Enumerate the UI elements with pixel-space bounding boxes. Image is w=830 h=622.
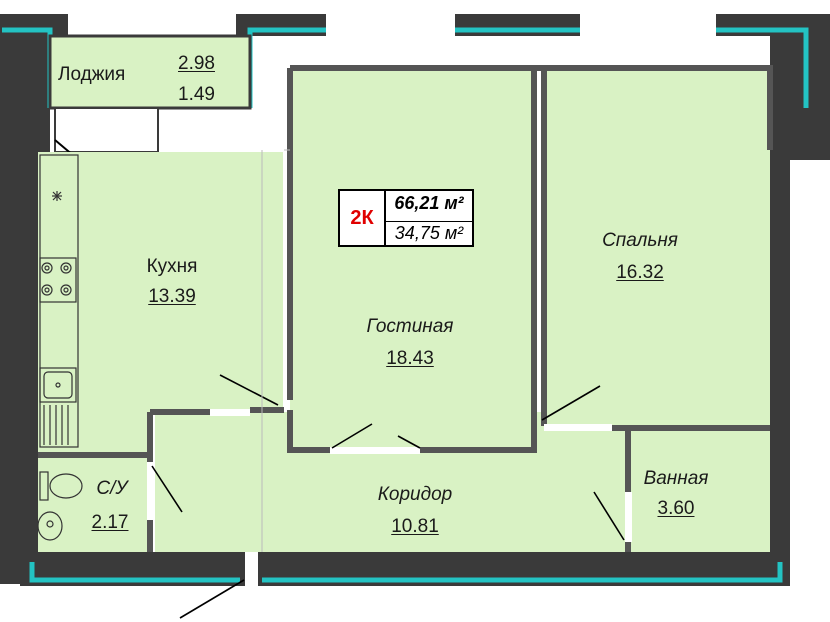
toilet-icon [39, 471, 83, 501]
room-kitchen [38, 152, 283, 412]
corridor-label: Коридор [377, 484, 453, 505]
kitchen-counter [39, 154, 79, 448]
outer-walls [0, 14, 830, 586]
door-gaps [147, 409, 632, 542]
loggia-width: 2.98 [178, 53, 215, 74]
bath-area: 3.60 [657, 498, 695, 519]
glazing [2, 27, 809, 583]
apartment-badge: 2К 66,21 м² 34,75 м² [338, 189, 474, 247]
living-area: 18.43 [386, 348, 434, 369]
room-bathroom-wc [38, 458, 148, 552]
bath-label: Ванная [643, 468, 709, 489]
loggia-label: Лоджия [58, 64, 126, 85]
corridor-area: 10.81 [391, 516, 439, 537]
wc-label: С/У [96, 478, 128, 499]
total-area: 66,21 м² [394, 193, 464, 213]
window-openings [68, 14, 716, 36]
room-bedroom [544, 68, 770, 426]
room-bath [628, 428, 770, 552]
room-count-badge: 2К [340, 191, 386, 245]
wc-area: 2.17 [91, 512, 129, 533]
loggia-depth: 1.49 [178, 84, 215, 105]
guide-lines [261, 149, 290, 552]
inner-walls [38, 65, 773, 552]
room-kitchen-bottom [38, 412, 148, 452]
living-area-total: 34,75 м² [386, 221, 472, 244]
room-living [290, 68, 534, 450]
room-corridor [155, 412, 627, 552]
fridge-icon [52, 191, 62, 201]
sink-icon [37, 511, 63, 541]
kitchen-label: Кухня [146, 256, 198, 277]
kitchen-area: 13.39 [148, 286, 196, 307]
bedroom-area: 16.32 [616, 262, 664, 283]
loggia-door-gap [54, 107, 159, 153]
door-swings [151, 374, 625, 619]
living-label: Гостиная [366, 316, 454, 337]
bedroom-label: Спальня [602, 230, 678, 251]
